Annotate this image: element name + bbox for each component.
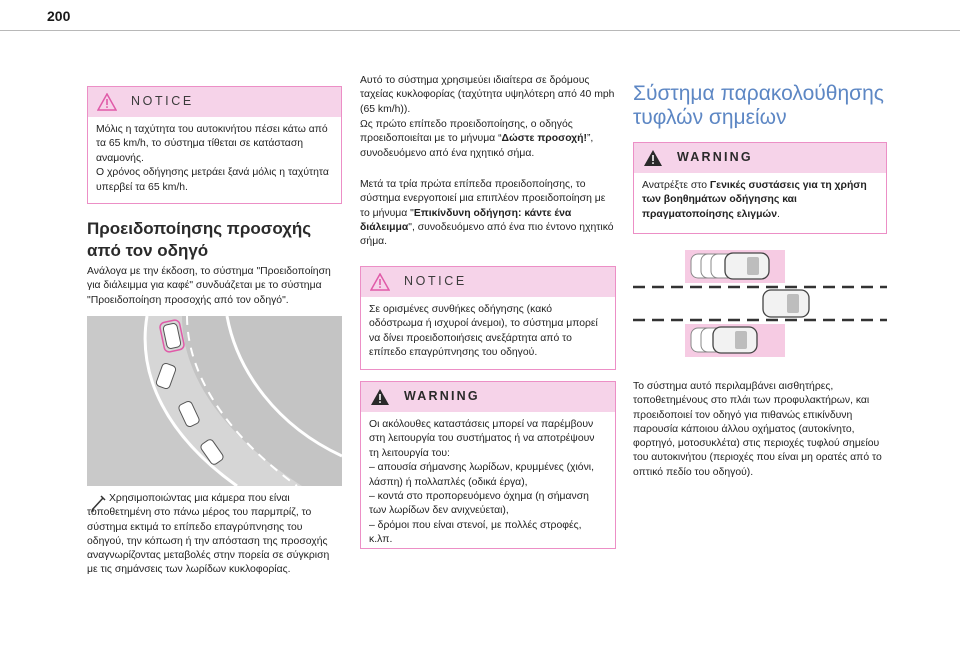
warning-title-general: WARNING bbox=[677, 150, 753, 164]
warning-header-interference: WARNING bbox=[361, 382, 615, 412]
notice-header: NOTICE bbox=[88, 87, 341, 117]
notice-conditions-text: Σε ορισμένες συνθήκες οδήγησης (κακό οδό… bbox=[369, 304, 598, 359]
header-rule bbox=[0, 30, 960, 31]
notice-title-conditions: NOTICE bbox=[404, 274, 467, 288]
notice-header-conditions: NOTICE bbox=[361, 267, 615, 297]
blind-spot-description: Το σύστημα αυτό περιλαμβάνει αισθητήρες,… bbox=[633, 381, 882, 478]
warning-interference-intro: Οι ακόλουθες καταστάσεις μπορεί να παρέμ… bbox=[369, 419, 595, 459]
first-level-text-a: Ως πρώτο επίπεδο προειδοποίησης, ο οδηγό… bbox=[360, 119, 573, 145]
warning-title-interference: WARNING bbox=[404, 389, 480, 403]
warning-triangle-icon bbox=[644, 150, 662, 166]
warning-general-pre: Ανατρέξτε στο bbox=[642, 180, 710, 191]
warning-general-text: Ανατρέξτε στο Γενικές συστάσεις για τη χ… bbox=[642, 179, 878, 222]
warning-header-general: WARNING bbox=[634, 143, 886, 173]
blind-spot-illustration bbox=[633, 248, 887, 372]
page-number: 200 bbox=[47, 8, 71, 24]
warning-triangle-icon bbox=[97, 93, 117, 111]
intro-paragraph: Ανάλογα με την έκδοση, το σύστημα "Προει… bbox=[87, 266, 331, 306]
section-heading-driver-attention: Προειδοποίησης προσοχής από τον οδηγό bbox=[87, 219, 312, 260]
first-level-text-b: ”, συνοδευόμενο από ένα ηχητικό σήμα. bbox=[360, 133, 594, 159]
warning-box-general: WARNING Ανατρέξτε στο Γενικές συστάσεις … bbox=[633, 142, 887, 234]
extra-level-message: Επικίνδυνη οδήγηση: κάντε ένα διάλειμμα bbox=[360, 207, 572, 233]
notice-box-conditions: NOTICE Σε ορισμένες συνθήκες οδήγησης (κ… bbox=[360, 266, 616, 370]
extra-level-text-a: Μετά τα τρία πρώτα επίπεδα προειδοποίηση… bbox=[360, 179, 606, 219]
warning-interference-item: – κοντά στο προπορευόμενο όχημα (η σήμαν… bbox=[369, 491, 589, 517]
warning-box-interference: WARNING Οι ακόλουθες καταστάσεις μπορεί … bbox=[360, 381, 616, 549]
warning-general-post: . bbox=[776, 208, 780, 220]
first-level-message: Δώστε προσοχή! bbox=[501, 133, 587, 145]
notice-box: NOTICE Μόλις η ταχύτητα του αυτοκινήτου … bbox=[87, 86, 342, 204]
warning-triangle-icon bbox=[371, 389, 389, 405]
extra-level-paragraph: Μετά τα τρία πρώτα επίπεδα προειδοποίηση… bbox=[360, 178, 616, 249]
warning-interference-item: – δρόμοι που είναι στενοί, με πολλές στρ… bbox=[369, 519, 582, 546]
notice-text-1: Μόλις η ταχύτητα του αυτοκινήτου πέσει κ… bbox=[96, 124, 328, 164]
extra-level-text-b: ", συνοδευόμενο από ένα πιο έντονο ηχητι… bbox=[360, 221, 614, 248]
warning-general-reference: Γενικές συστάσεις για τη χρήση των βοηθη… bbox=[642, 180, 867, 220]
notice-text-2: Ο χρόνος οδήγησης μετράει ξανά μόλις η τ… bbox=[96, 167, 329, 193]
lane-drift-illustration bbox=[87, 316, 342, 486]
first-level-paragraph: Ως πρώτο επίπεδο προειδοποίησης, ο οδηγό… bbox=[360, 118, 616, 161]
usage-paragraph: Αυτό το σύστημα χρησιμεύει ιδιαίτερα σε … bbox=[360, 75, 615, 115]
warning-triangle-icon bbox=[370, 273, 390, 291]
tip-pen-icon bbox=[91, 495, 106, 512]
warning-interference-item: – απουσία σήμανσης λωρίδων, κρυμμένες (χ… bbox=[369, 462, 594, 488]
camera-tip-paragraph: Χρησιμοποιώντας μια κάμερα που είναι τοπ… bbox=[87, 493, 330, 576]
section-heading-blind-spot: Σύστημα παρακολούθησης τυφλών σημείων bbox=[633, 82, 884, 129]
notice-title: NOTICE bbox=[131, 94, 194, 108]
